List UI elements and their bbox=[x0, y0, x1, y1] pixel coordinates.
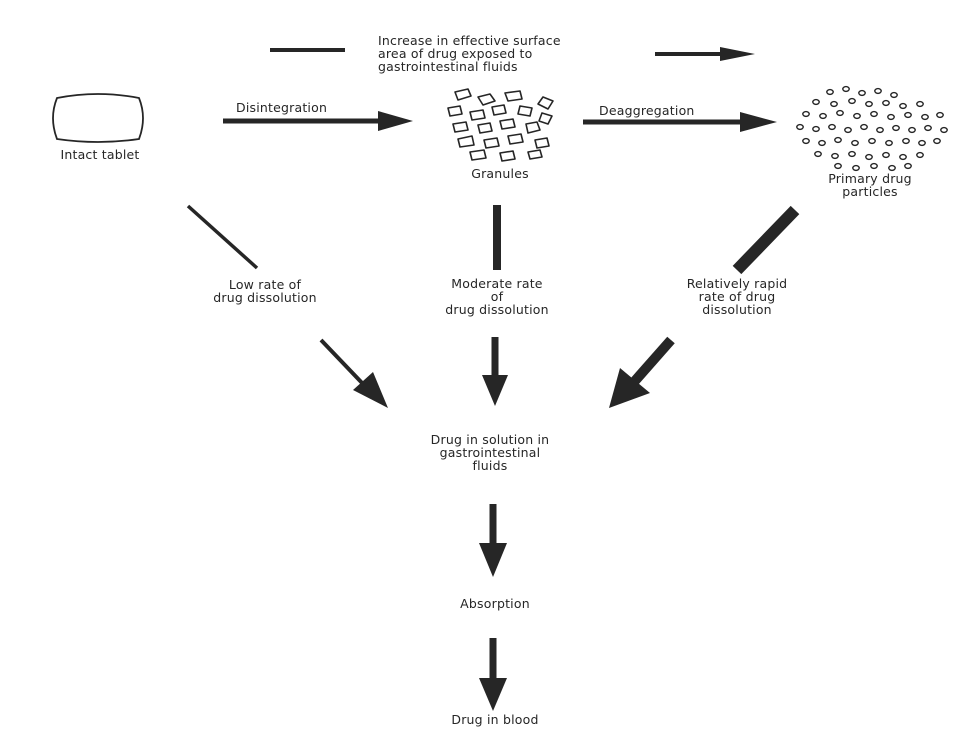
tablet-label: Intact tablet bbox=[60, 147, 140, 162]
solution-label: Drug in solution in gastrointestinal flu… bbox=[400, 433, 580, 472]
blood-label: Drug in blood bbox=[451, 712, 539, 727]
tablet-to-low-rate-line bbox=[186, 204, 259, 270]
particles-to-rapid-rate-line bbox=[732, 205, 800, 275]
surface-area-line-1: Increase in effective surface bbox=[378, 33, 561, 48]
surface-area-arrow bbox=[270, 47, 755, 61]
surface-area-label: Increase in effective surface area of dr… bbox=[378, 34, 561, 73]
rapid-rate-line-3: dissolution bbox=[702, 302, 772, 317]
surface-area-line-2: area of drug exposed to bbox=[378, 46, 533, 61]
solution-to-absorption-arrow bbox=[479, 504, 507, 577]
particles-icon bbox=[796, 85, 948, 172]
absorption-to-blood-arrow bbox=[479, 638, 507, 711]
low-rate-label: Low rate of drug dissolution bbox=[180, 278, 350, 304]
rapid-rate-arrow bbox=[609, 336, 675, 408]
surface-area-line-3: gastrointestinal fluids bbox=[378, 59, 518, 74]
particles-label-line-2: particles bbox=[842, 184, 898, 199]
solution-line-1: Drug in solution in bbox=[430, 432, 550, 447]
low-rate-line-1: Low rate of bbox=[228, 277, 302, 292]
particles-label-line-1: Primary drug bbox=[828, 171, 912, 186]
deaggregation-arrow bbox=[583, 112, 777, 132]
tablet-icon bbox=[52, 93, 144, 143]
granules-icon bbox=[447, 88, 554, 162]
low-rate-arrow bbox=[319, 338, 388, 408]
moderate-rate-arrow bbox=[482, 337, 508, 406]
moderate-rate-line-1: Moderate rate bbox=[451, 276, 543, 291]
granules-label: Granules bbox=[471, 166, 529, 181]
solution-line-3: fluids bbox=[472, 458, 508, 473]
rapid-rate-label: Relatively rapid rate of drug dissolutio… bbox=[652, 277, 822, 316]
moderate-rate-line-2: of bbox=[490, 289, 504, 304]
absorption-label: Absorption bbox=[460, 596, 530, 611]
particles-label: Primary drug particles bbox=[800, 172, 940, 198]
disintegration-label: Disintegration bbox=[236, 100, 328, 115]
deaggregation-label: Deaggregation bbox=[599, 103, 695, 118]
low-rate-line-2: drug dissolution bbox=[213, 290, 317, 305]
disintegration-arrow bbox=[223, 111, 413, 131]
moderate-rate-line-3: drug dissolution bbox=[445, 302, 549, 317]
solution-line-2: gastrointestinal bbox=[439, 445, 541, 460]
moderate-rate-label: Moderate rate of drug dissolution bbox=[412, 277, 582, 316]
rapid-rate-line-2: rate of drug bbox=[698, 289, 776, 304]
rapid-rate-line-1: Relatively rapid bbox=[686, 276, 788, 291]
